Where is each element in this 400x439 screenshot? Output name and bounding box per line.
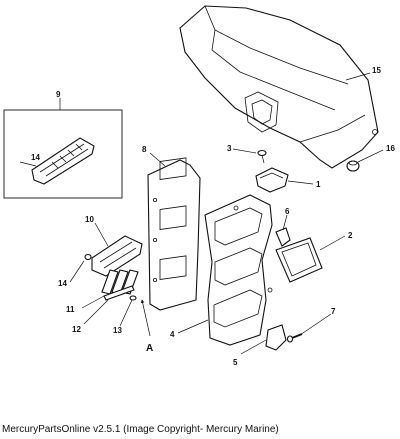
callout-2: 2 — [348, 231, 353, 240]
plate-part-8 — [147, 157, 201, 311]
grommet-part — [346, 160, 360, 172]
callout-6: 6 — [285, 207, 290, 216]
callout-10: 10 — [85, 215, 94, 224]
callout-8: 8 — [142, 145, 147, 154]
copyright-caption: MercuryPartsOnline v2.5.1 (Image Copyrig… — [2, 424, 279, 435]
callout-13: 13 — [113, 326, 122, 335]
screw-part-14 — [84, 253, 92, 261]
callout-14-inset: 14 — [31, 153, 40, 162]
callout-a: A — [146, 343, 153, 354]
screw-part-7 — [286, 333, 303, 343]
callout-14: 14 — [58, 279, 67, 288]
cap-part-5 — [265, 324, 287, 351]
screw-part-3 — [257, 149, 267, 164]
gasket-part-2 — [275, 237, 323, 283]
reed-block-part — [91, 235, 143, 277]
bracket-part — [255, 167, 289, 193]
cover-part — [179, 5, 379, 169]
clip-part — [275, 227, 291, 247]
callout-1: 1 — [316, 180, 321, 189]
callout-9: 9 — [56, 90, 61, 99]
callout-15: 15 — [372, 66, 381, 75]
callout-16: 16 — [386, 144, 395, 153]
callout-3: 3 — [227, 144, 232, 153]
leader-lines — [59, 72, 384, 355]
callout-11: 11 — [66, 305, 75, 314]
reed-housing-part — [204, 194, 273, 346]
callout-7: 7 — [331, 307, 336, 316]
callout-4: 4 — [170, 330, 175, 339]
reed-petals-part — [101, 269, 139, 301]
callout-12: 12 — [72, 325, 81, 334]
inset-box — [3, 109, 123, 199]
callout-5: 5 — [233, 358, 238, 367]
